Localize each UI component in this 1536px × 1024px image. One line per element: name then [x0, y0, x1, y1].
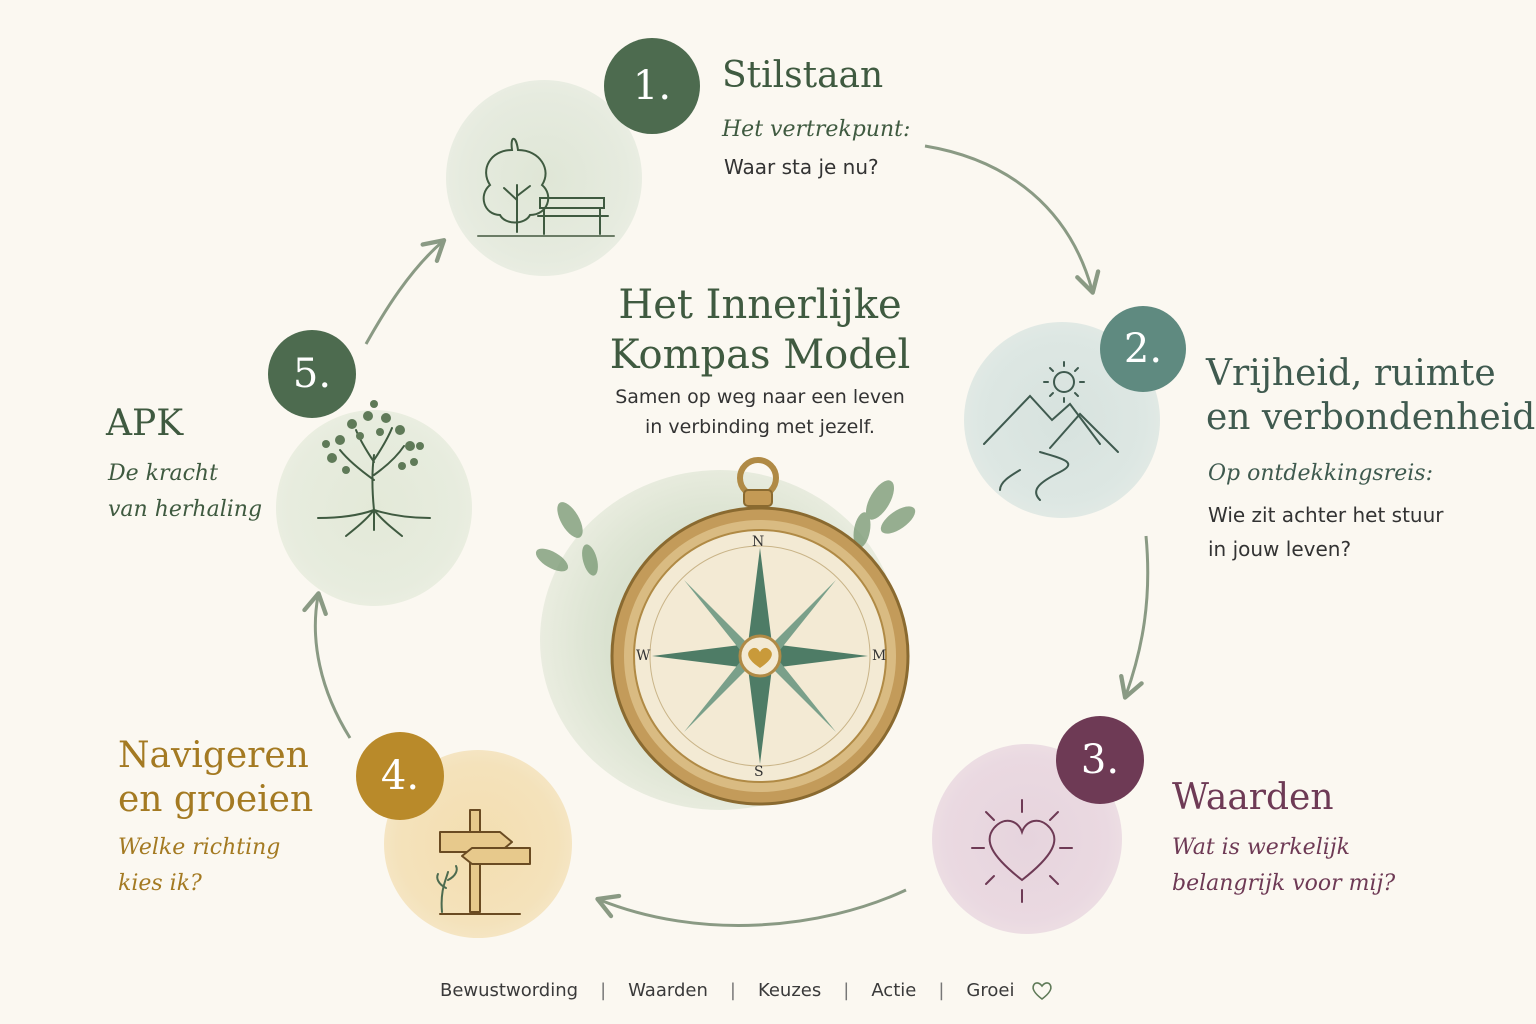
- step-3-title: Waarden: [1172, 777, 1334, 818]
- model-title-line2: Kompas Model: [609, 332, 911, 378]
- footer-item-bewustwording: Bewustwording: [440, 979, 579, 1001]
- step-3-badge: 3.: [1056, 716, 1144, 804]
- step-1-title: Stilstaan: [722, 55, 884, 96]
- model-title: Het Innerlijke Kompas Model: [560, 280, 960, 380]
- arrow-3-to-4: [595, 888, 907, 927]
- model-subtitle: Samen op weg naar een leven in verbindin…: [560, 382, 960, 442]
- heart-outline-icon: [1030, 979, 1054, 1001]
- footer-separator: |: [938, 979, 945, 1001]
- step-1-badge: 1.: [604, 38, 700, 134]
- compass-east: M: [872, 648, 887, 664]
- tree-leaves: [322, 400, 424, 474]
- step-4-subtitle-line2: kies ik?: [118, 871, 202, 896]
- step-2-question: Wie zit achter het stuur in jouw leven?: [1208, 498, 1443, 566]
- tree-of-life-icon: [317, 427, 431, 537]
- compass-north: N: [752, 534, 765, 550]
- footer-values: Bewustwording | Waarden | Keuzes | Actie…: [440, 972, 1140, 1008]
- step-3-subtitle: Wat is werkelijk belangrijk voor mij?: [1172, 830, 1395, 902]
- step-2-title-line2: en verbondenheid: [1206, 397, 1536, 438]
- step-2-title: Vrijheid, ruimte en verbondenheid: [1206, 352, 1535, 440]
- compass: [610, 457, 910, 806]
- compass-south: S: [754, 764, 764, 780]
- step-5-badge: 5.: [268, 330, 356, 418]
- step-2-subtitle: Op ontdekkingsreis:: [1208, 461, 1433, 486]
- step-4-title-line1: Navigeren: [118, 735, 309, 776]
- step-2-badge: 2.: [1100, 306, 1186, 392]
- signpost-icon: [436, 809, 531, 915]
- model-subtitle-line2: in verbinding met jezelf.: [645, 416, 875, 438]
- model-subtitle-line1: Samen op weg naar een leven: [615, 386, 905, 408]
- tree-bench-icon: [477, 137, 615, 237]
- footer-item-keuzes: Keuzes: [757, 979, 822, 1001]
- step-5-subtitle-line2: van herhaling: [108, 497, 263, 522]
- step-4-subtitle: Welke richting kies ik?: [118, 830, 280, 902]
- model-title-line1: Het Innerlijke: [618, 282, 902, 328]
- step-5-subtitle: De kracht van herhaling: [108, 456, 262, 528]
- footer-item-waarden: Waarden: [628, 979, 708, 1001]
- step-2-question-line1: Wie zit achter het stuur: [1208, 503, 1444, 527]
- step-4-badge: 4.: [356, 732, 444, 820]
- footer-separator: |: [600, 979, 607, 1001]
- step-3-subtitle-line1: Wat is werkelijk: [1172, 835, 1350, 860]
- arrow-1-to-2: [924, 144, 1101, 295]
- step-5-title: APK: [106, 403, 184, 444]
- step-2-question-line2: in jouw leven?: [1208, 537, 1352, 561]
- heart-icon: [971, 799, 1073, 903]
- mountains-sun-icon: [983, 361, 1119, 501]
- step-1-circle: [446, 80, 642, 276]
- step-1-subtitle: Het vertrekpunt:: [722, 117, 911, 142]
- footer-item-actie: Actie: [871, 979, 917, 1001]
- arrow-2-to-3: [1119, 535, 1150, 700]
- step-5-subtitle-line1: De kracht: [108, 461, 218, 486]
- step-2-title-line1: Vrijheid, ruimte: [1206, 353, 1496, 394]
- footer-separator: |: [729, 979, 736, 1001]
- compass-leaves: [535, 480, 916, 576]
- footer-separator: |: [843, 979, 850, 1001]
- arrow-5-to-1: [364, 238, 447, 345]
- step-4-title-line2: en groeien: [118, 779, 314, 820]
- compass-west: W: [636, 648, 651, 664]
- arrow-4-to-5: [302, 591, 352, 739]
- step-1-question: Waar sta je nu?: [724, 155, 879, 179]
- step-3-subtitle-line2: belangrijk voor mij?: [1172, 871, 1396, 896]
- footer-item-groei: Groei: [966, 979, 1015, 1001]
- step-4-subtitle-line1: Welke richting: [118, 835, 281, 860]
- step-4-title: Navigeren en groeien: [118, 734, 313, 822]
